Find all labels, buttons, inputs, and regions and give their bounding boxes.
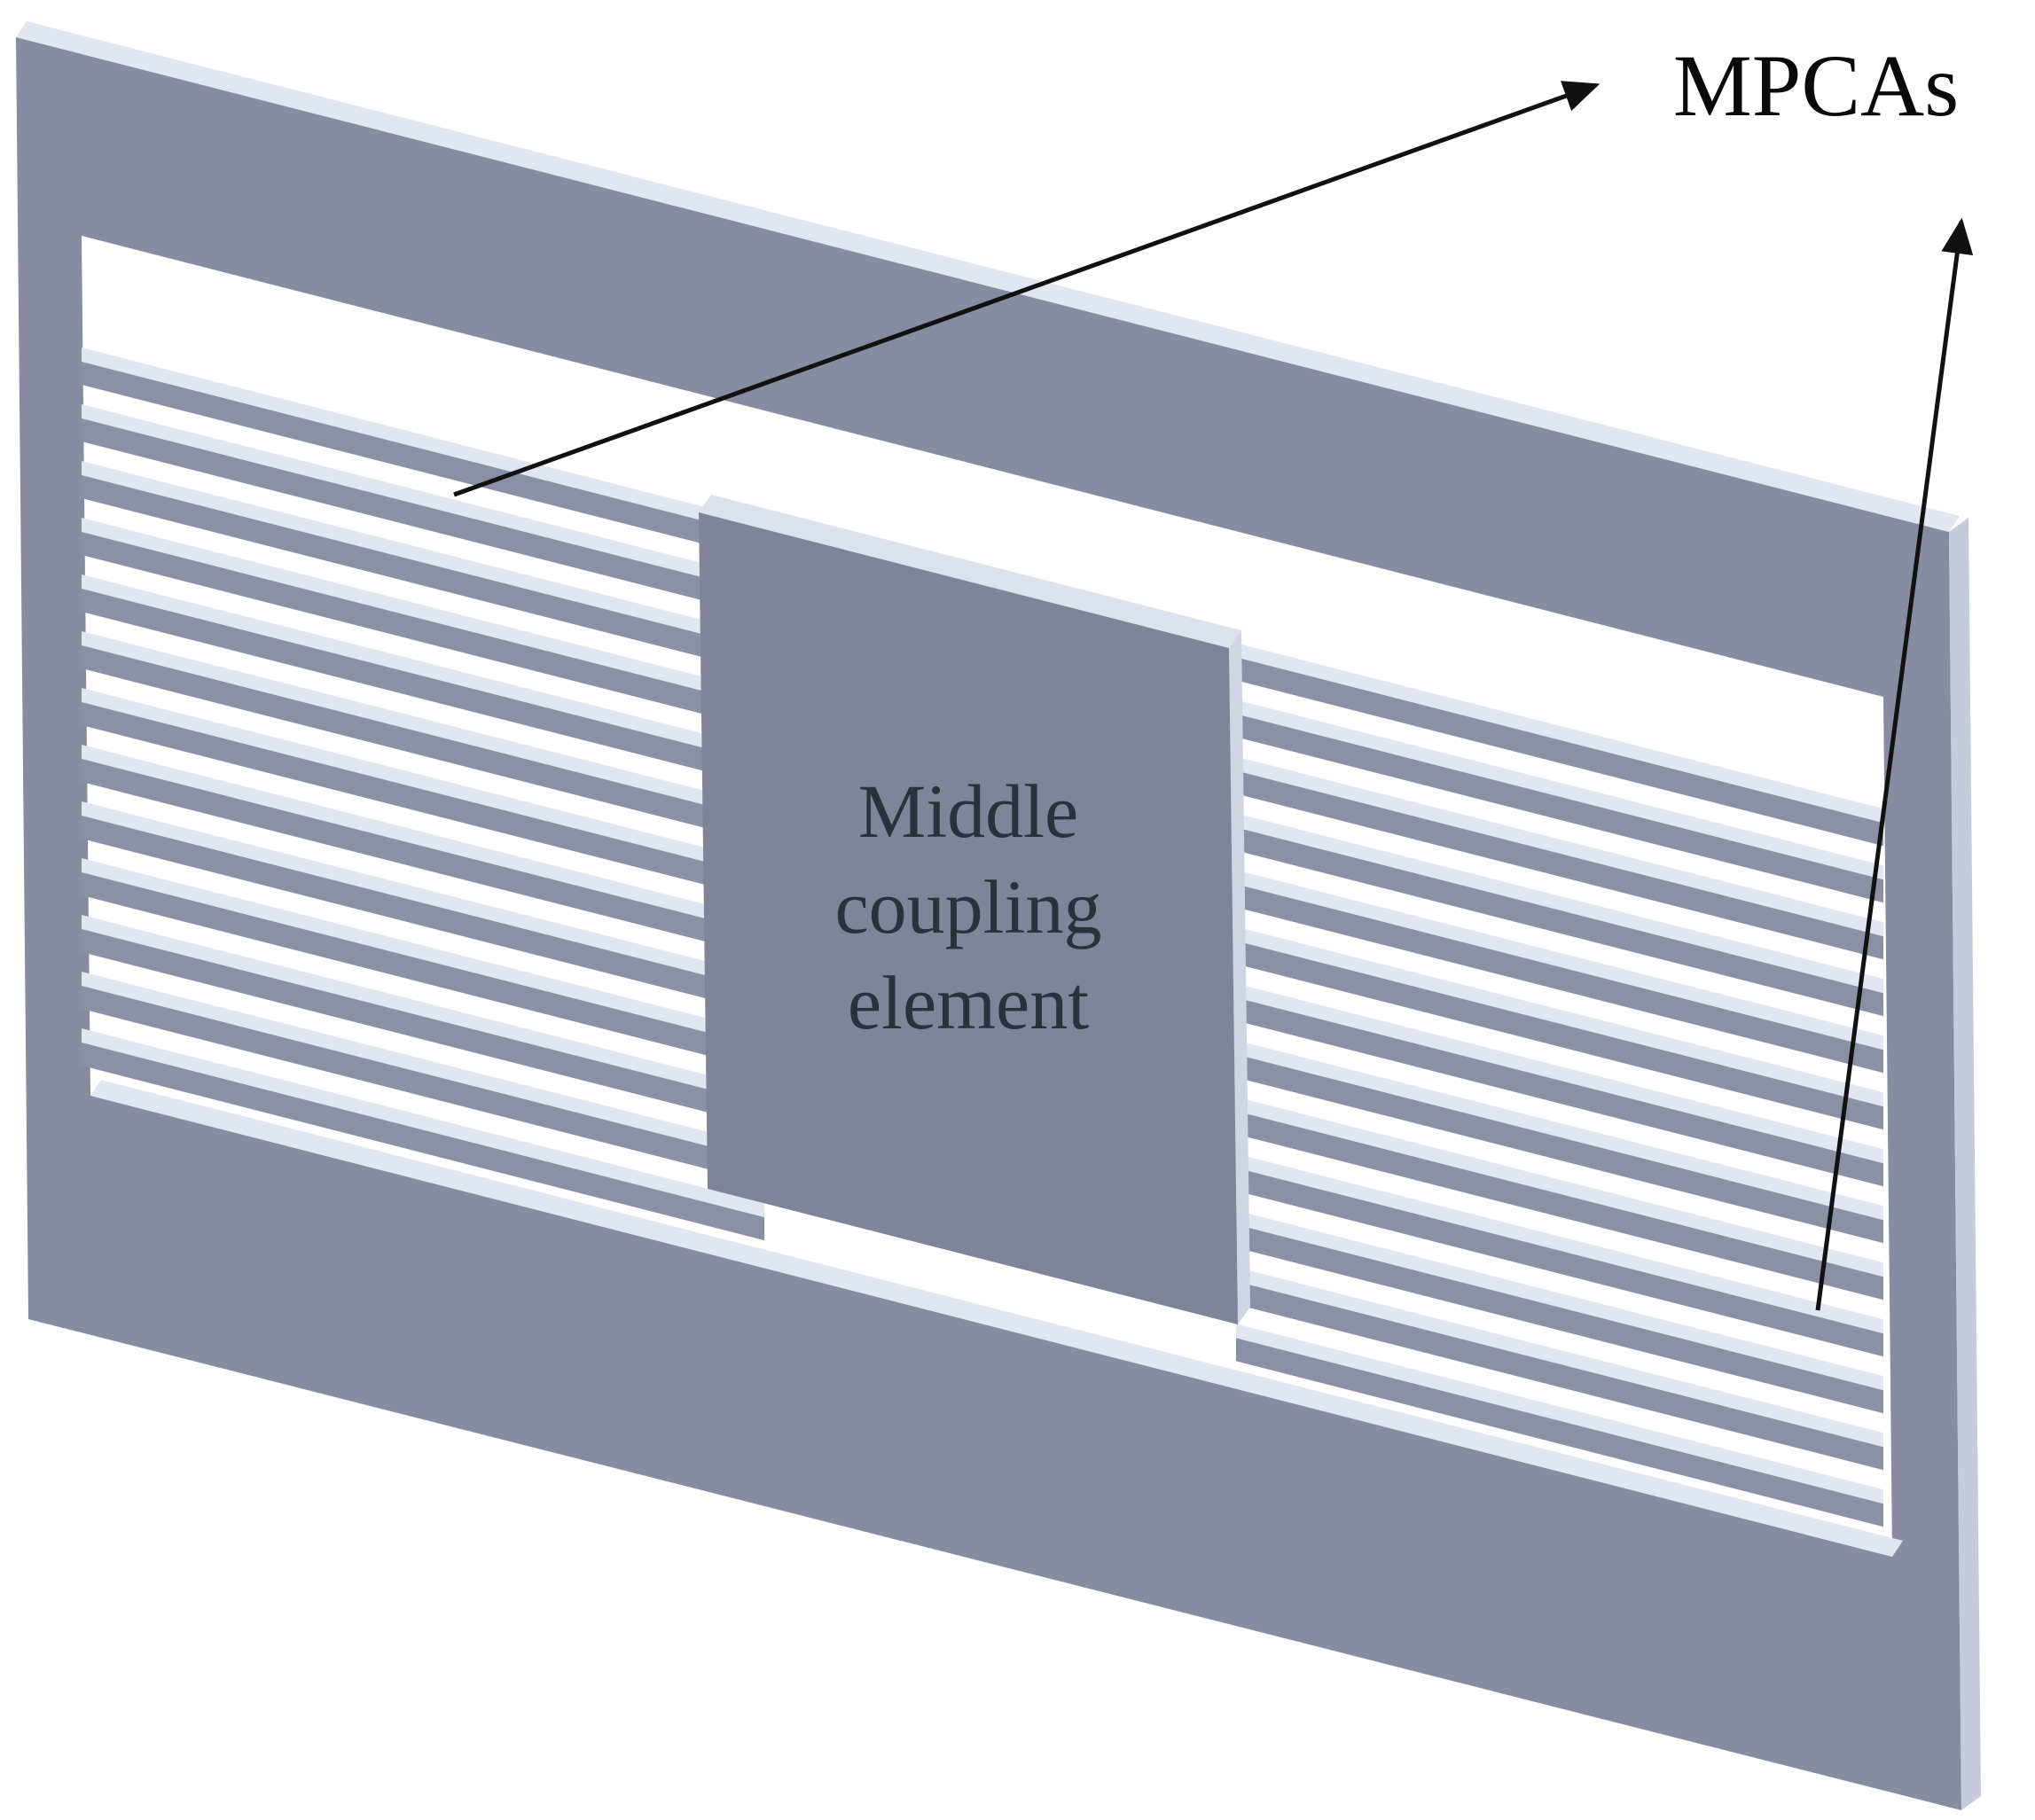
mpca-finger-top-face [82,574,764,764]
mpca-finger-top-face [82,858,764,1048]
mpca-finger-front-face [82,986,764,1184]
mpca-finger-front-face [1236,1281,1883,1471]
middle-coupling-label-line1: Middle [858,769,1078,854]
mpca-finger-front-face [82,589,764,787]
mpca-finger-top-face [82,461,764,651]
mpca-finger-top-face [1236,1324,1883,1504]
middle-coupling-element: Middle coupling element [699,495,1250,1324]
mpca-finger-top-face [1236,983,1883,1164]
mpca-finger-front-face [1236,884,1883,1074]
mpca-finger-top-face [82,404,764,594]
mpca-finger-front-face [1236,1054,1883,1244]
mpca-finger-front-face [1236,657,1883,847]
mpca-finger-front-face [1236,1111,1883,1301]
coupling-block-front-face [699,512,1238,1324]
mpca-finger-top-face [1236,1153,1883,1334]
mpca-finger-top-face [82,801,764,991]
mpca-finger-top-face [82,518,764,707]
mpca-finger-top-face [1236,699,1883,880]
mpca-finger-front-face [82,645,764,844]
mpca-finger-top-face [82,631,764,821]
mpca-finger-front-face [1236,1338,1883,1527]
mpca-finger-top-face [82,1028,764,1218]
mpcas-label: MPCAs [1673,36,1959,135]
mpca-finger-top-face [1236,926,1883,1107]
middle-coupling-label-line2: coupling [835,864,1102,949]
mpca-finger-top-face [82,915,764,1105]
mpca-finger-top-face [1236,643,1883,824]
mpca-finger-top-face [82,745,764,934]
device-frame-right-side-face [1949,518,1981,1810]
middle-coupling-label-line3: element [848,960,1089,1045]
mpca-finger-front-face [82,532,764,730]
device-frame-top-face [16,21,1960,532]
mpca-finger-top-face [82,348,764,537]
mpca-finger-top-face [82,972,764,1161]
coupling-block-top-face [699,495,1241,648]
device-frame-front-face [16,37,1961,1810]
mpca-finger-front-face [1236,770,1883,960]
right-mpca-array [1236,643,1883,1527]
mpca-finger-front-face [1236,1168,1883,1357]
mpca-finger-top-face [1236,1267,1883,1448]
mpca-finger-front-face [82,872,764,1071]
annotation-arrow-left-array [453,81,1601,497]
left-mpca-array [82,348,764,1241]
mpca-finger-top-face [1236,870,1883,1051]
mpca-finger-top-face [1236,756,1883,937]
mpca-finger-top-face [1236,813,1883,994]
mpca-finger-front-face [1236,714,1883,903]
mpca-finger-top-face [82,688,764,878]
mpca-finger-top-face [1236,1210,1883,1391]
mpca-finger-front-face [1236,997,1883,1187]
frame-bottom-bar-top-face [90,1080,1903,1557]
mpca-finger-front-face [1236,827,1883,1017]
mpca-finger-front-face [1236,1224,1883,1414]
mpca-finger-front-face [82,475,764,674]
mpca-finger-front-face [82,759,764,957]
annotation-arrow-right-array [1815,217,1974,1311]
mpca-finger-front-face [82,929,764,1128]
mpca-finger-front-face [82,1043,764,1241]
coupling-block-right-side-face [1229,630,1250,1324]
mpca-finger-front-face [82,418,764,617]
mpca-finger-front-face [82,702,764,901]
mpca-finger-front-face [82,362,764,560]
mpca-finger-top-face [1236,1097,1883,1277]
mpca-finger-top-face [1236,1040,1883,1221]
mpca-finger-front-face [1236,941,1883,1130]
mpca-finger-front-face [82,816,764,1014]
